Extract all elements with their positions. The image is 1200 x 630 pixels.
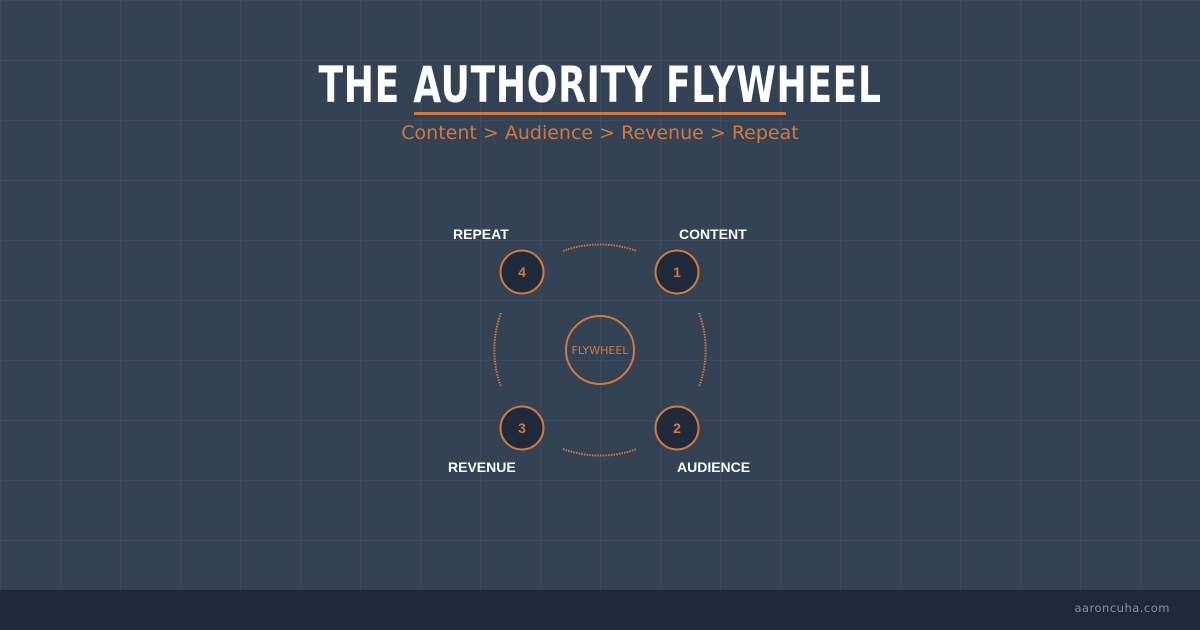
- node-number-4: 4: [518, 264, 526, 280]
- node-number-2: 2: [673, 420, 681, 436]
- page-title: THE AUTHORITY FLYWHEEL: [318, 56, 882, 114]
- node-audience: 2: [654, 405, 700, 451]
- node-number-3: 3: [518, 420, 526, 436]
- node-revenue: 3: [499, 405, 545, 451]
- arc-right: [698, 312, 707, 388]
- node-repeat: 4: [499, 249, 545, 295]
- center-label: FLYWHEEL: [572, 344, 630, 357]
- label-repeat: REPEAT: [453, 226, 509, 242]
- label-content: CONTENT: [679, 226, 747, 242]
- arc-left: [493, 312, 502, 388]
- footer: aaroncuha.com: [0, 590, 1200, 630]
- footer-site-link[interactable]: aaroncuha.com: [1074, 601, 1170, 615]
- node-content: 1: [654, 249, 700, 295]
- flywheel-diagram: FLYWHEEL 1 2 3 4 CONTENT AUDIENCE REVENU…: [448, 226, 751, 475]
- title-container: THE AUTHORITY FLYWHEEL: [0, 54, 1200, 116]
- center-circle: [565, 315, 635, 385]
- title-underline: [414, 112, 786, 115]
- label-revenue: REVENUE: [448, 459, 516, 475]
- label-audience: AUDIENCE: [677, 459, 751, 475]
- node-number-1: 1: [673, 264, 681, 280]
- subtitle: Content > Audience > Revenue > Repeat: [401, 122, 799, 144]
- arc-bottom: [562, 448, 638, 457]
- arc-top: [562, 243, 638, 252]
